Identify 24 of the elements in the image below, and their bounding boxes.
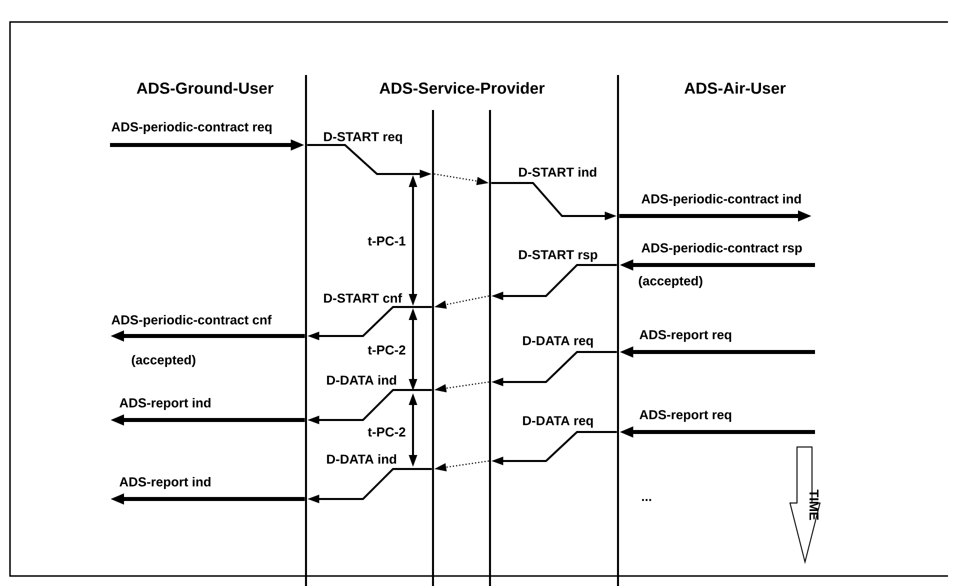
edge-label: ADS-periodic-contract rsp bbox=[642, 242, 802, 256]
lifeline bbox=[617, 75, 619, 586]
timer-label: t-PC-2 bbox=[368, 427, 406, 437]
edge-label: D-START cnf bbox=[324, 293, 402, 303]
edge-label: ADS-report ind bbox=[120, 476, 210, 490]
edge-label: D-START rsp bbox=[519, 250, 598, 262]
edge-label: D-START req bbox=[324, 132, 402, 144]
lifeline bbox=[305, 75, 307, 586]
column-heading: ADS-Service-Provider bbox=[380, 82, 545, 94]
ellipsis: ... bbox=[642, 499, 652, 501]
edge-label: D-DATA req bbox=[523, 416, 593, 428]
edge-label: ADS-report ind bbox=[120, 398, 210, 410]
edge-label: ADS-periodic-contract ind bbox=[642, 194, 801, 206]
note: (accepted) bbox=[132, 354, 196, 368]
edge-label: D-START ind bbox=[519, 167, 596, 177]
edge-label: D-DATA ind bbox=[327, 454, 396, 464]
edge-label: ADS-report req bbox=[640, 410, 732, 422]
timer-label: t-PC-2 bbox=[368, 345, 406, 355]
edge-label: D-DATA req bbox=[523, 336, 593, 348]
edge-label: D-DATA ind bbox=[327, 375, 396, 385]
edge-label: ADS-periodic-contract cnf bbox=[112, 314, 272, 328]
edge-label: ADS-periodic-contract req bbox=[112, 122, 272, 134]
column-heading: ADS-Air-User bbox=[684, 82, 786, 94]
edge-label: ADS-report req bbox=[640, 330, 732, 342]
